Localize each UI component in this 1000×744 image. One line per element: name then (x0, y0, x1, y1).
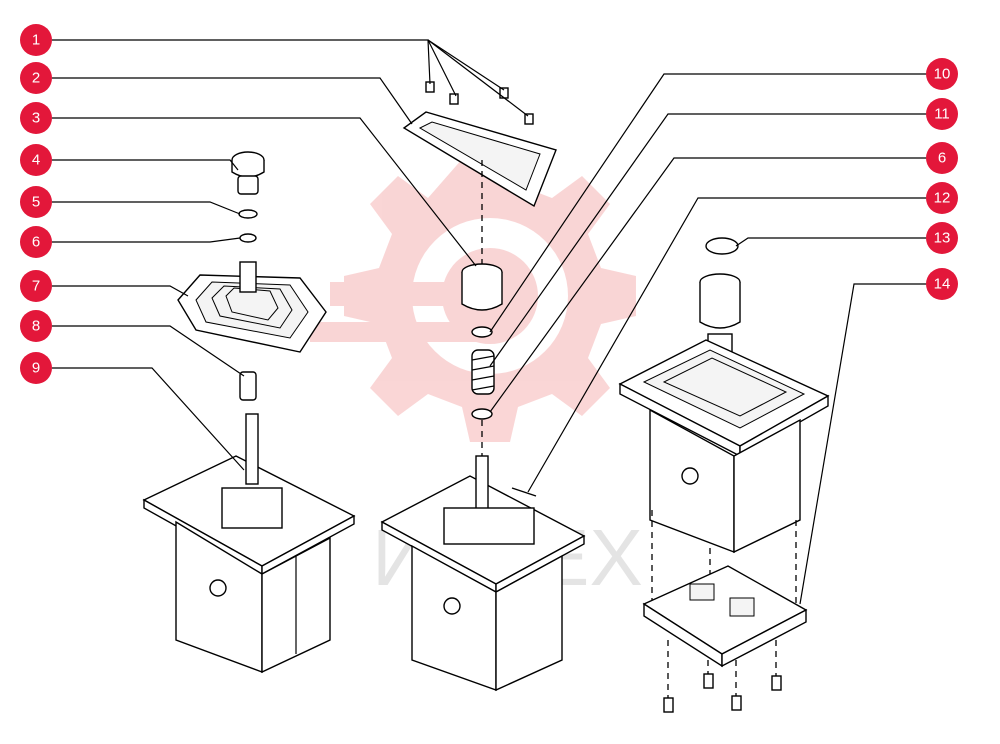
callout-6-right: 6 (926, 142, 958, 174)
callout-3: 3 (20, 102, 52, 134)
callout-1: 1 (20, 24, 52, 56)
svg-text:1: 1 (32, 32, 40, 49)
joystick-base-left (142, 413, 356, 674)
washer-6 (471, 408, 493, 420)
electronics-board (642, 565, 808, 668)
joystick-base-middle (380, 455, 586, 692)
svg-text:6: 6 (938, 150, 946, 167)
sleeve (239, 371, 257, 401)
rubber-boot (177, 261, 327, 353)
callout-5: 5 (20, 186, 52, 218)
svg-text:3: 3 (32, 110, 40, 127)
retaining-ring (238, 209, 258, 219)
top-cap (461, 263, 503, 311)
svg-text:10: 10 (934, 66, 951, 83)
svg-text:7: 7 (32, 278, 40, 295)
left-assembly (142, 151, 356, 674)
bottom-screws (663, 640, 782, 713)
callout-8: 8 (20, 310, 52, 342)
knob-part (231, 151, 265, 195)
callout-7: 7 (20, 270, 52, 302)
right-assembly (618, 237, 830, 713)
mounting-frame (402, 111, 557, 208)
svg-text:9: 9 (32, 360, 40, 377)
washer-10 (471, 326, 493, 338)
washer (239, 233, 257, 243)
callout-13: 13 (926, 222, 958, 254)
callout-11: 11 (926, 98, 958, 130)
callout-6-left: 6 (20, 226, 52, 258)
pin (511, 487, 537, 497)
svg-text:6: 6 (32, 234, 40, 251)
assembled-boot (618, 339, 830, 447)
svg-text:4: 4 (32, 152, 40, 169)
spring (471, 349, 495, 395)
svg-text:8: 8 (32, 318, 40, 335)
watermark-bar-2 (310, 322, 490, 342)
callout-12: 12 (926, 182, 958, 214)
svg-text:13: 13 (934, 230, 951, 247)
leader-lines (52, 39, 942, 605)
joystick-base-right (619, 382, 829, 554)
svg-text:11: 11 (934, 106, 950, 123)
callout-10: 10 (926, 58, 958, 90)
middle-assembly (380, 81, 586, 692)
svg-text:14: 14 (934, 276, 951, 293)
svg-text:2: 2 (32, 70, 40, 87)
knob-cap-13 (705, 237, 739, 255)
callout-14: 14 (926, 268, 958, 300)
callout-9: 9 (20, 352, 52, 384)
callout-2: 2 (20, 62, 52, 94)
svg-text:12: 12 (934, 190, 951, 207)
callout-4: 4 (20, 144, 52, 176)
svg-text:5: 5 (32, 194, 40, 211)
